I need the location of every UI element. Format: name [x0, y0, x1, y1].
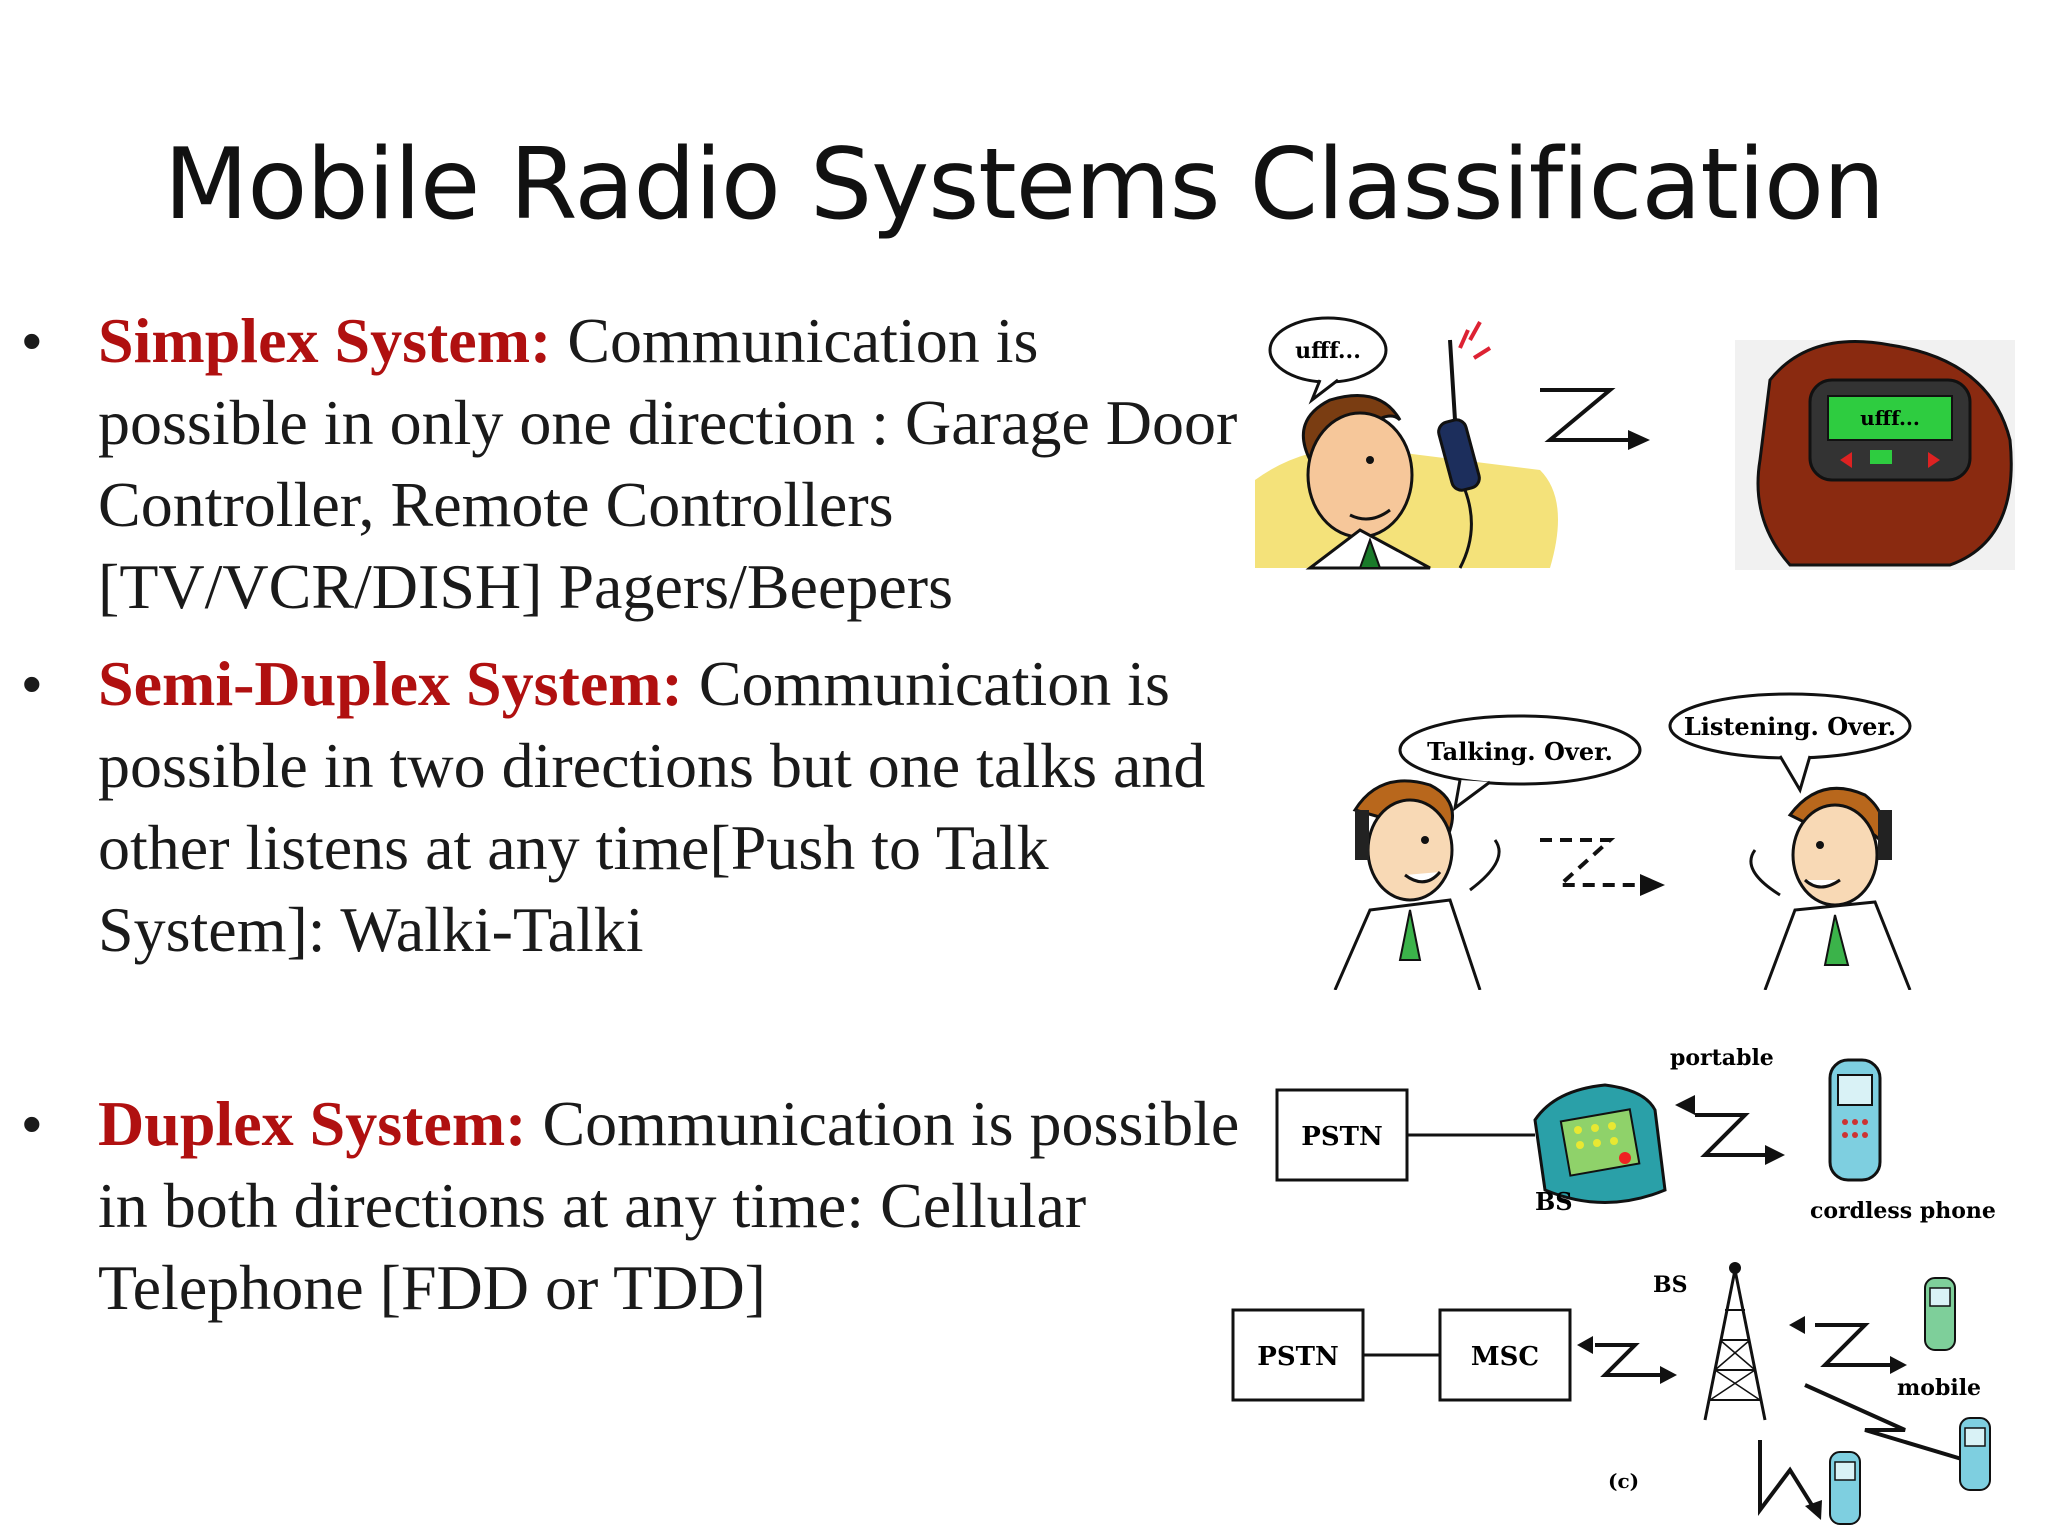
- cordless-phone-icon: [1828, 1058, 1882, 1182]
- cell-tower-icon: [1703, 1262, 1767, 1421]
- simplex-illustration: ufff... ufff...: [1255, 316, 2015, 570]
- transmitter-icon: [1437, 321, 1492, 569]
- tower-mobile-signal-2: [1804, 1383, 1966, 1462]
- bullet-simplex-text: Simplex System: Communication is possibl…: [98, 300, 1258, 628]
- msc-tower-signal: [1595, 1343, 1660, 1377]
- bullet-semi-duplex-text: Semi-Duplex System: Communication is pos…: [98, 643, 1258, 971]
- slide-title: Mobile Radio Systems Classification: [163, 128, 1885, 242]
- simplex-bubble-tail: [1308, 378, 1339, 405]
- bullet-dot: •: [22, 652, 42, 715]
- term-duplex: Duplex System:: [98, 1088, 527, 1159]
- desc-simplex: Communication is possible in only one di…: [98, 305, 1238, 622]
- man-caller-icon: [1301, 394, 1431, 570]
- msc-box: [1438, 1308, 1572, 1402]
- semi-duplex-signal-arrow: [1540, 838, 1645, 887]
- pstn-top-box: [1275, 1088, 1409, 1182]
- tower-mobile-signal-1: [1815, 1323, 1890, 1367]
- pager-hand-icon: ufff...: [1735, 340, 2015, 570]
- bs-bottom-label: BS: [1653, 1272, 1687, 1298]
- duplex-illustration: PSTN BS portable cordless phone PSTN MSC…: [1231, 1045, 1996, 1525]
- tower-mobile-signal-3: [1758, 1440, 1817, 1516]
- base-station-phone-icon: [1533, 1083, 1667, 1204]
- pstn-top-label: PSTN: [1301, 1122, 1382, 1152]
- msc-label: MSC: [1471, 1342, 1539, 1372]
- bs-top-label: BS: [1535, 1187, 1573, 1216]
- cordless-phone-label: cordless phone: [1810, 1198, 1996, 1224]
- desc-duplex: Communication is possible in both direct…: [98, 1088, 1240, 1323]
- talking-bubble: [1398, 714, 1642, 786]
- duplex-top-signal: [1695, 1113, 1765, 1157]
- mobile-phone-icon: [1924, 1277, 1956, 1351]
- simplex-speech-text: ufff...: [1295, 338, 1361, 364]
- mobile-phone-icon: [1829, 1451, 1861, 1525]
- desc-semi-duplex: Communication is possible in two directi…: [98, 648, 1206, 965]
- left-talker-icon: [1333, 779, 1501, 990]
- bullet-dot: •: [22, 309, 42, 372]
- term-semi-duplex: Semi-Duplex System:: [98, 648, 683, 719]
- portable-label: portable: [1670, 1045, 1774, 1071]
- figure-caption: (c): [1608, 1469, 1639, 1493]
- term-simplex: Simplex System:: [98, 305, 552, 376]
- bullet-duplex-text: Duplex System: Communication is possible…: [98, 1083, 1258, 1329]
- simplex-signal-arrow: [1540, 388, 1630, 442]
- talking-bubble-text: Talking. Over.: [1427, 737, 1613, 766]
- arrow-head-icon: [1640, 874, 1665, 896]
- bullet-dot: •: [22, 1092, 42, 1155]
- pstn-bottom-box: [1231, 1308, 1365, 1402]
- right-listener-icon: [1749, 786, 1912, 990]
- arrow-head-icon: [1628, 430, 1650, 450]
- listening-bubble-text: Listening. Over.: [1684, 712, 1896, 741]
- pstn-bottom-label: PSTN: [1257, 1342, 1338, 1372]
- pager-screen-text: ufff...: [1860, 406, 1920, 430]
- mobile-label: mobile: [1897, 1375, 1981, 1401]
- semi-duplex-illustration: Talking. Over. Listening. Over.: [1333, 692, 1912, 990]
- mobile-phone-icon: [1959, 1417, 1991, 1491]
